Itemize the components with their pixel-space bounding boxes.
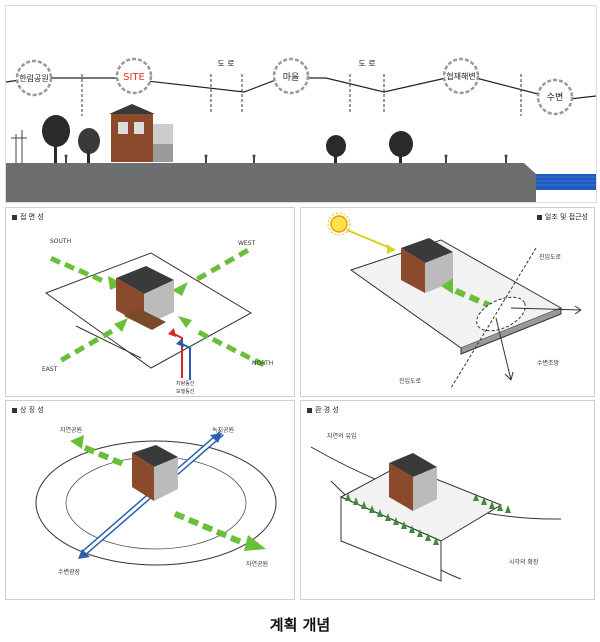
legend-vehicle: 차량동선 [176,381,195,387]
label-north: NORTH [252,360,274,367]
label-water-plaza: 수변광장 [58,569,81,576]
legend-pedestrian: 보행동선 [176,389,195,395]
panel-environment: 환 경 성 자연의 유입 시각의 확장 [300,400,595,600]
label-west: WEST [238,240,256,247]
panel-title: 상 징 성 [12,405,44,415]
ground-mass [6,163,536,202]
node-label: 마을 [283,72,300,83]
node-label: 수변 [547,92,564,103]
frontage-diagram [44,248,265,380]
sun-icon [327,212,351,236]
connection-line [5,77,597,101]
site-building [109,104,173,162]
site-section-diagram: 한림공원 SITE 마을 협재해변 수변 도 로 도 로 [5,5,597,203]
symbolism-diagram [35,430,277,566]
panel-frontage: 접 면 성 [5,207,295,397]
label-nature-park-2: 자연공원 [246,561,269,568]
section-svg: 한림공원 SITE 마을 협재해변 수변 도 로 도 로 [5,57,597,202]
label-waterside-view: 수변조망 [537,360,560,367]
site-building [116,266,174,330]
node-site-label: SITE [123,72,145,83]
site-building [132,445,178,501]
label-approach-road: 진입도로 [399,378,422,385]
label-east: EAST [42,366,58,373]
tree-row [345,493,511,545]
environment-diagram [310,446,562,582]
people-icon [64,154,508,163]
site-building [389,453,437,511]
node-label: 한림공원 [19,73,48,83]
label-south: SOUTH [50,238,72,245]
panel-symbolism: 상 징 성 자연공원 녹지공원 자연공원 수변광장 [5,400,295,600]
panel-title: 환 경 성 [307,405,339,415]
panel-sun-access: 일조 및 접근성 진입도로 진 [300,207,595,397]
sun-access-diagram [327,212,582,389]
label-view-expansion: 시각의 확장 [509,559,539,566]
panel-title: 일조 및 접근성 [536,212,588,222]
diagram-caption: 계획 개념 [269,616,331,634]
tree-icon [42,115,413,163]
power-pole-icon [11,130,27,163]
road-label: 도 로 [358,59,375,68]
label-nature-inflow: 자연의 유입 [327,433,357,440]
road-label: 도 로 [217,59,234,68]
label-green-axis: 녹지공원 [212,427,235,434]
label-nature-park: 자연공원 [60,427,83,434]
panel-title: 접 면 성 [12,212,44,222]
sea [536,174,596,190]
label-entry-road: 진입도로 [539,254,562,261]
node-label: 협재해변 [446,71,475,81]
